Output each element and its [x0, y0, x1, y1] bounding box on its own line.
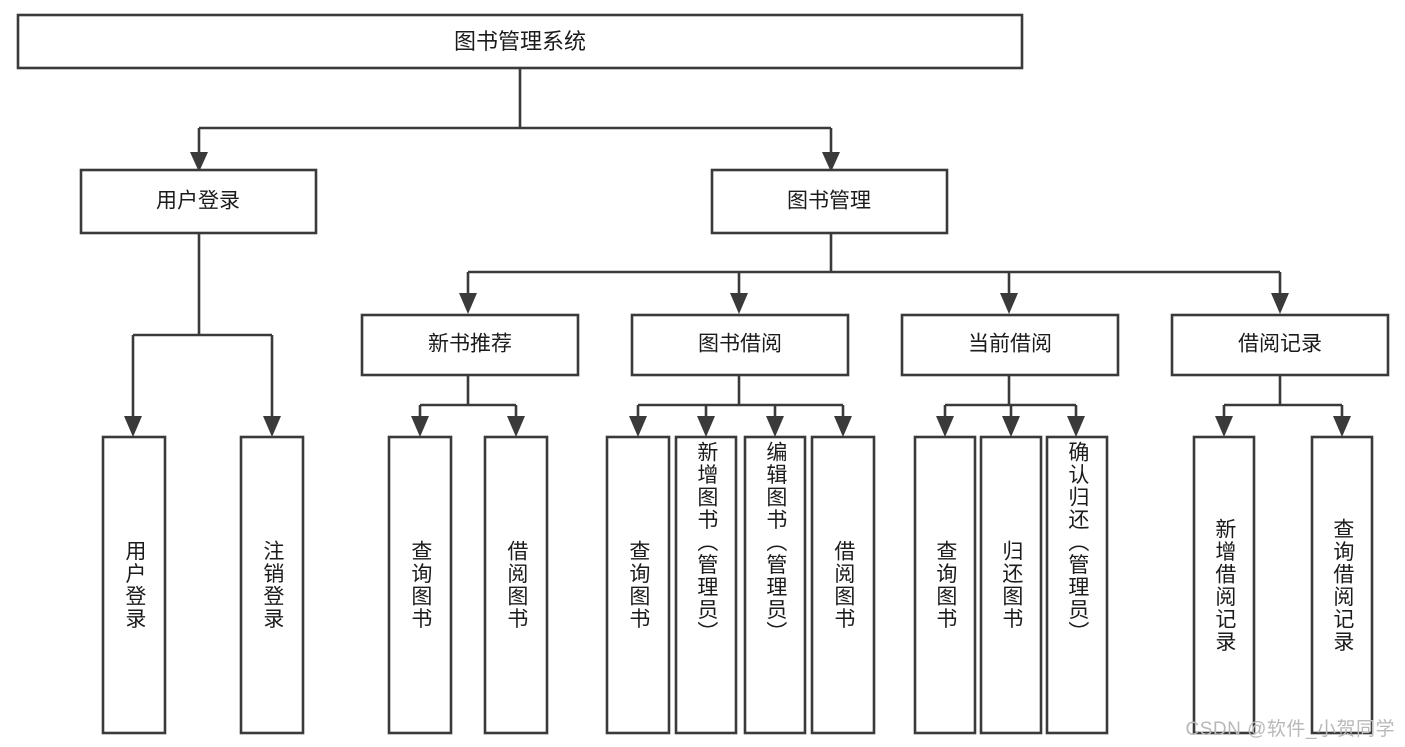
- node-leaf-borrow-book-2-box[interactable]: [810, 435, 876, 735]
- connector-group-book-borrow-to-leaves: [629, 375, 852, 437]
- node-book-borrow-label: 图书借阅: [698, 333, 782, 356]
- node-root-box[interactable]: [16, 13, 1024, 70]
- arrow-head-leaf-return-book: [1002, 416, 1020, 437]
- arrow-head-leaf-query-record: [1333, 416, 1351, 437]
- arrow-head-leaf-user-login: [124, 416, 142, 437]
- node-new-book-rec-label: 新书推荐: [428, 333, 512, 356]
- arrow-head-leaf-add-record: [1215, 416, 1233, 437]
- node-leaf-query-record-box[interactable]: [1310, 435, 1374, 735]
- arrow-head-leaf-edit-book: [766, 416, 784, 437]
- connector-group-book-manage-to-level2: [459, 233, 1289, 314]
- arrow-head-book-manage: [822, 152, 840, 172]
- node-leaf-user-login-box[interactable]: [101, 435, 167, 735]
- node-leaf-logout-box[interactable]: [239, 435, 305, 735]
- node-leaf-edit-book-box[interactable]: [743, 435, 807, 735]
- node-current-borrow-label: 当前借阅: [968, 333, 1052, 356]
- arrow-head-leaf-borrow-book-1: [507, 416, 525, 437]
- connector-group-user-login-to-leaves: [124, 233, 281, 437]
- node-book-manage-label: 图书管理: [787, 190, 871, 213]
- arrow-head-leaf-logout: [263, 416, 281, 437]
- node-new-book-rec-box[interactable]: [360, 313, 580, 377]
- node-root[interactable]: 图书管理系统: [16, 13, 1024, 70]
- watermark: CSDN @软件_小贺同学: [1185, 719, 1395, 740]
- node-user-login-box[interactable]: [79, 168, 318, 235]
- arrow-head-borrow-record: [1271, 293, 1289, 314]
- node-root-label: 图书管理系统: [454, 29, 586, 54]
- arrow-head-user-login: [190, 152, 208, 172]
- arrow-head-leaf-confirm-return: [1067, 416, 1085, 437]
- arrow-head-leaf-query-book-2: [629, 416, 647, 437]
- node-borrow-record-box[interactable]: [1170, 313, 1390, 377]
- node-user-login-label: 用户登录: [156, 190, 240, 213]
- node-user-login[interactable]: 用户登录: [79, 168, 318, 235]
- node-book-borrow-box[interactable]: [630, 313, 850, 377]
- node-book-borrow[interactable]: 图书借阅: [630, 313, 850, 377]
- node-new-book-rec[interactable]: 新书推荐: [360, 313, 580, 377]
- arrow-head-new-book-rec: [459, 293, 477, 314]
- node-leaf-query-book-2-box[interactable]: [605, 435, 671, 735]
- node-leaf-borrow-book-1-box[interactable]: [483, 435, 549, 735]
- connector-group-borrow-record-to-leaves: [1215, 375, 1351, 437]
- node-borrow-record[interactable]: 借阅记录: [1170, 313, 1390, 377]
- connector-group-new-book-rec-to-leaves: [411, 375, 525, 437]
- node-leaf-return-book-box[interactable]: [979, 435, 1043, 735]
- node-leaf-query-book-3-box[interactable]: [913, 435, 977, 735]
- node-leaf-add-record-box[interactable]: [1192, 435, 1256, 735]
- node-leaf-confirm-return-box[interactable]: [1045, 435, 1109, 735]
- arrow-head-current-borrow: [1000, 293, 1018, 314]
- arrow-head-leaf-query-book-3: [936, 416, 954, 437]
- leaf-boxes-group: [101, 435, 1374, 735]
- node-leaf-add-book-box[interactable]: [674, 435, 738, 735]
- node-book-manage-box[interactable]: [710, 168, 949, 235]
- connector-group-root-to-level1: [190, 68, 840, 172]
- node-current-borrow-box[interactable]: [900, 313, 1120, 377]
- connector-group-current-borrow-to-leaves: [936, 375, 1085, 437]
- arrow-head-book-borrow: [730, 293, 748, 314]
- arrow-head-leaf-add-book: [697, 416, 715, 437]
- node-current-borrow[interactable]: 当前借阅: [900, 313, 1120, 377]
- node-borrow-record-label: 借阅记录: [1238, 333, 1322, 356]
- node-book-manage[interactable]: 图书管理: [710, 168, 949, 235]
- node-leaf-query-book-1-box[interactable]: [387, 435, 453, 735]
- arrow-head-leaf-query-book-1: [411, 416, 429, 437]
- arrow-head-leaf-borrow-book-2: [834, 416, 852, 437]
